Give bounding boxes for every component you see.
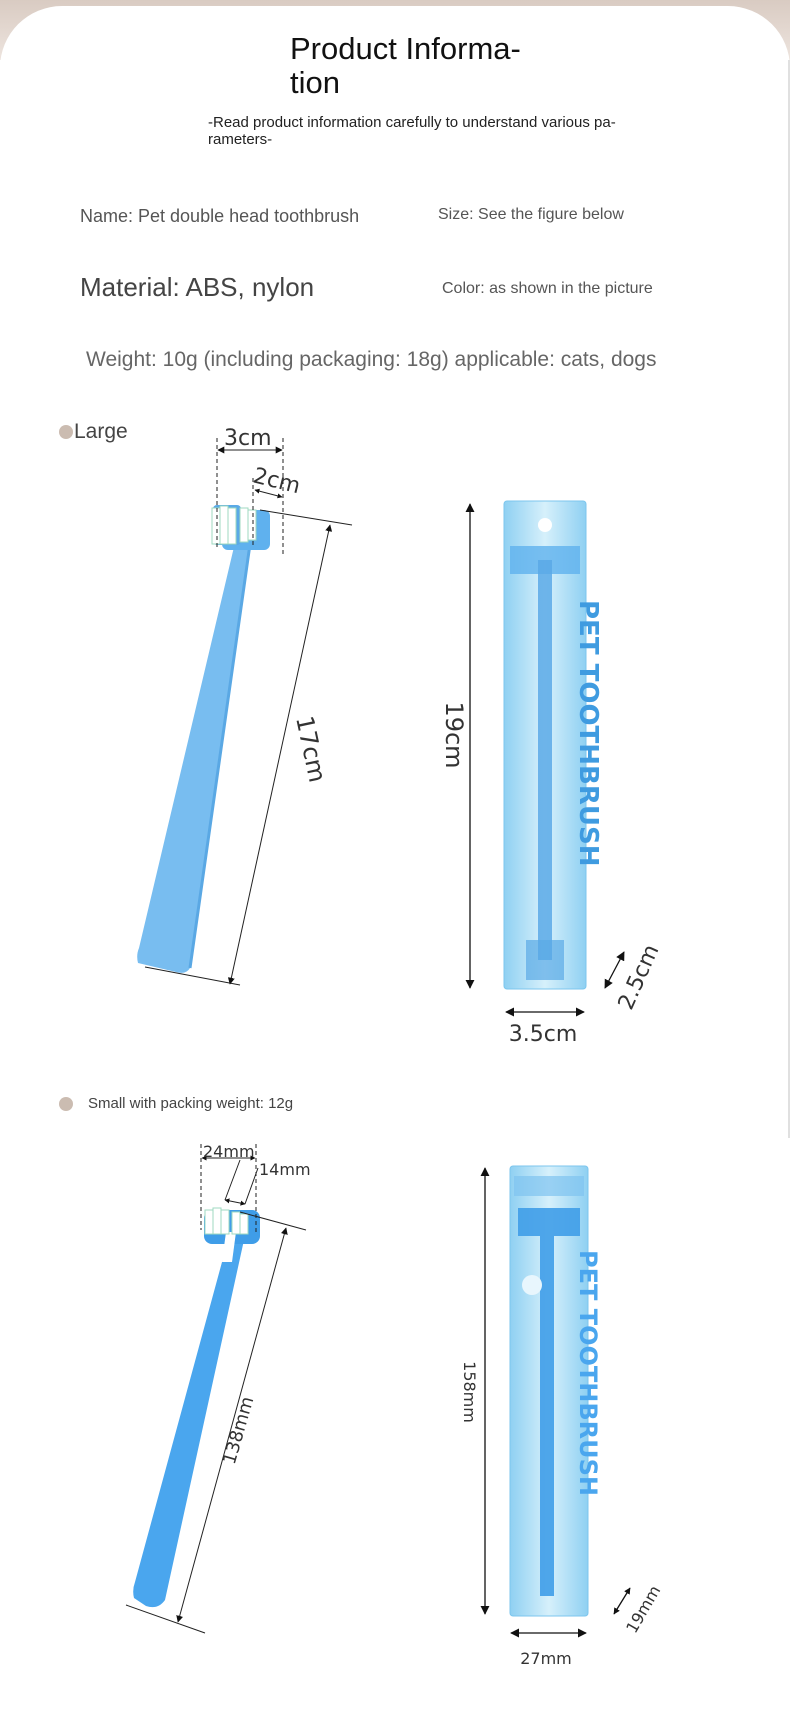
small-package-image: PET TOOTHBRUSH bbox=[509, 1165, 602, 1617]
large-section-label: Large bbox=[74, 420, 128, 443]
info-weight: Weight: 10g (including packaging: 18g) a… bbox=[86, 348, 657, 371]
info-color: Color: as shown in the picture bbox=[442, 280, 653, 297]
small-package-width-label: 27mm bbox=[520, 1649, 572, 1668]
large-brush-dimension-lines bbox=[144, 438, 353, 986]
info-size: Size: See the figure below bbox=[438, 206, 624, 223]
small-head-depth-label: 14mm bbox=[259, 1160, 311, 1179]
info-name: Name: Pet double head toothbrush bbox=[80, 206, 360, 226]
large-package-dimension-lines bbox=[465, 503, 625, 1017]
info-material: Material: ABS, nylon bbox=[80, 272, 315, 302]
large-package-height-label: 19cm bbox=[440, 701, 468, 768]
large-head-depth-label: 2cm bbox=[251, 464, 303, 500]
small-bullet-dot bbox=[59, 1097, 73, 1111]
small-section-label: Small with packing weight: 12g bbox=[88, 1095, 294, 1112]
content-card bbox=[0, 6, 790, 1736]
large-package-print: PET TOOTHBRUSH bbox=[573, 600, 603, 866]
large-package-depth-label: 2.5cm bbox=[614, 941, 665, 1014]
large-package-width-label: 3.5cm bbox=[509, 1022, 578, 1047]
small-head-width-label: 24mm bbox=[203, 1142, 255, 1161]
large-handle-length-label: 17cm bbox=[290, 713, 331, 784]
small-brush-dimension-lines bbox=[125, 1144, 307, 1634]
large-package-image: PET TOOTHBRUSH bbox=[503, 500, 603, 990]
small-handle-length-label: 138mm bbox=[219, 1394, 258, 1467]
right-edge-rule bbox=[788, 60, 790, 1138]
small-package-print: PET TOOTHBRUSH bbox=[574, 1250, 602, 1496]
small-package-height-label: 158mm bbox=[460, 1361, 479, 1423]
large-toothbrush-image bbox=[137, 505, 270, 973]
large-head-width-label: 3cm bbox=[224, 426, 272, 451]
small-package-dimension-lines bbox=[480, 1167, 631, 1638]
page-subtitle: -Read product information carefully to u… bbox=[208, 114, 616, 148]
page-title: Product Informa- tion bbox=[290, 31, 521, 100]
large-bullet-dot bbox=[59, 425, 73, 439]
